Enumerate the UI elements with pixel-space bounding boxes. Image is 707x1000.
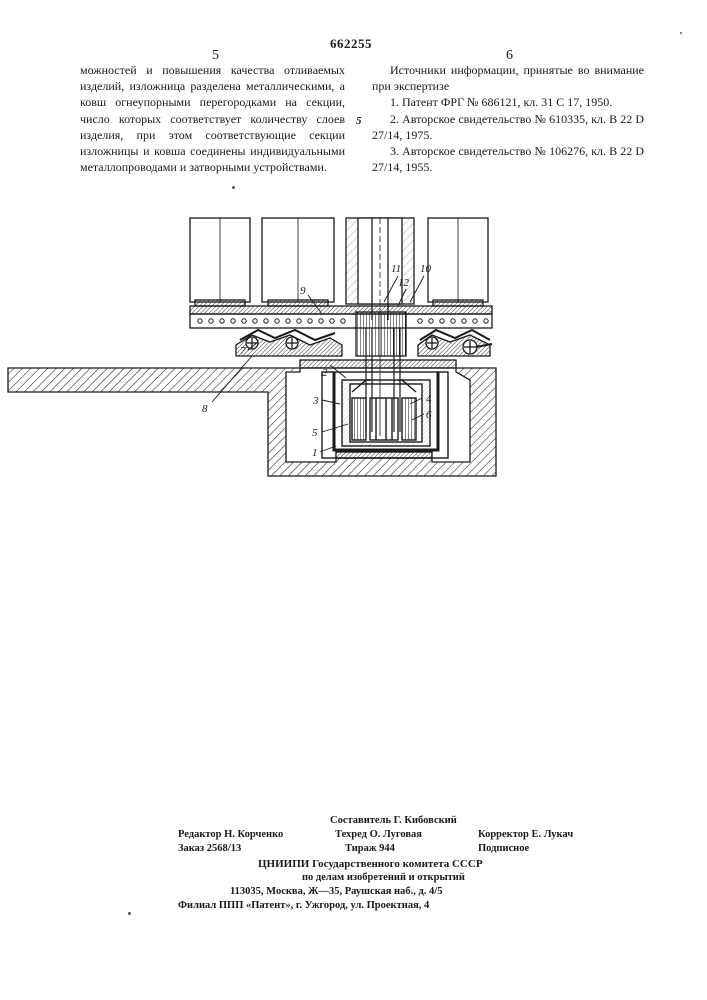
figure-label: 8 bbox=[202, 403, 208, 415]
scan-speck bbox=[128, 912, 131, 915]
mold-block bbox=[428, 218, 488, 306]
imprint-branch: Филиал ППП «Патент», г. Ужгород, ул. Про… bbox=[178, 900, 429, 911]
scan-speck bbox=[680, 32, 682, 34]
figure-label: 9 bbox=[300, 285, 306, 297]
central-riser bbox=[346, 218, 414, 320]
figure-label: 2 bbox=[322, 367, 328, 379]
figure-label: 12 bbox=[398, 277, 410, 289]
figure-label: 10 bbox=[420, 263, 432, 275]
imprint-organization-line2: по делам изобретений и открытий bbox=[302, 872, 465, 883]
figure-label: 6 bbox=[426, 409, 432, 421]
figure-label: 3 bbox=[312, 395, 319, 407]
mold-block bbox=[190, 218, 250, 306]
figure-label: 7 bbox=[240, 345, 246, 357]
imprint-order: Заказ 2568/13 bbox=[178, 843, 241, 854]
imprint-compiler: Составитель Г. Кибовский bbox=[330, 815, 457, 826]
imprint-address: 113035, Москва, Ж—35, Раушская наб., д. … bbox=[230, 886, 442, 897]
gate-mechanism-right bbox=[418, 330, 492, 356]
imprint-circulation: Тираж 944 bbox=[345, 843, 395, 854]
imprint-techred: Техред О. Луговая bbox=[335, 829, 422, 840]
scan-speck bbox=[232, 186, 235, 189]
imprint-corrector: Корректор Е. Лукач bbox=[478, 829, 573, 840]
imprint-organization: ЦНИИПИ Государственного комитета СССР bbox=[258, 858, 483, 870]
mold-block bbox=[262, 218, 334, 306]
figure-label: 4 bbox=[426, 393, 432, 405]
figure-label: 5 bbox=[312, 427, 318, 439]
figure-label: 1 bbox=[312, 447, 318, 459]
imprint-subscription: Подписное bbox=[478, 843, 529, 854]
imprint-editor: Редактор Н. Корченко bbox=[178, 829, 283, 840]
figure-label: 11 bbox=[391, 263, 401, 275]
gate-mechanism-left bbox=[236, 330, 342, 356]
